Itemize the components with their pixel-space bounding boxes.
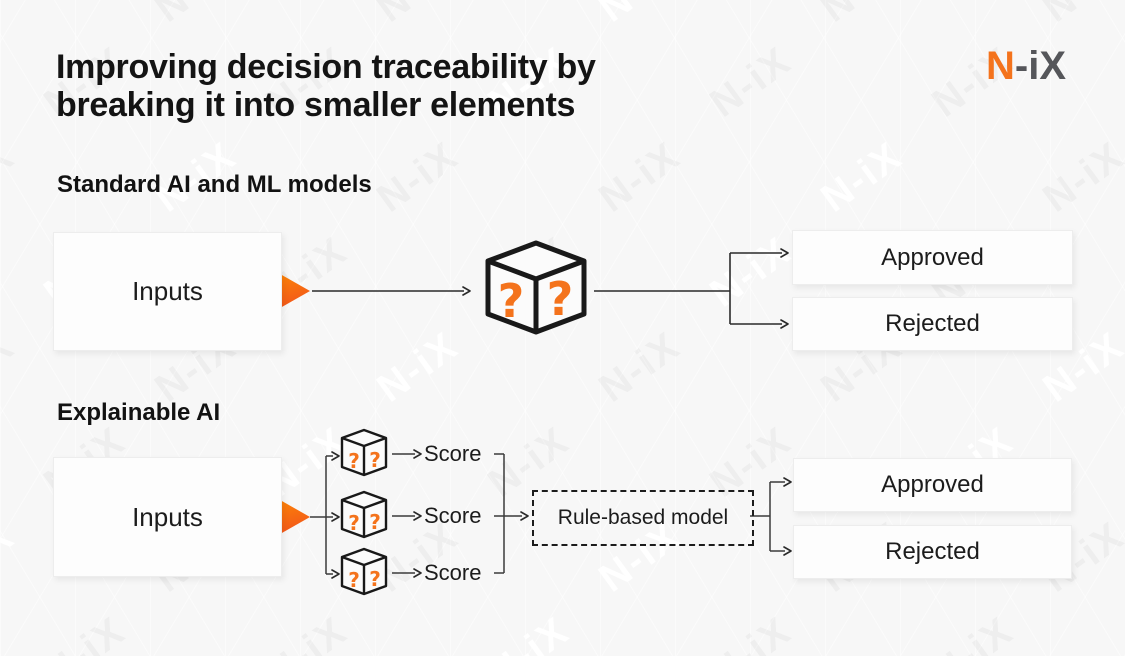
watermark-text: N-iX [369, 133, 467, 221]
explainable-approved-box: Approved [793, 458, 1072, 512]
explainable-section-heading: Explainable AI [57, 399, 221, 426]
score-label-3: Score [424, 560, 482, 585]
score-label-1: Score [424, 441, 482, 466]
question-mark-glyph: ? [547, 272, 574, 326]
watermark-text: N-iX [813, 0, 911, 32]
watermark-text: N-iX [591, 133, 689, 221]
watermark-text: N-iX [480, 608, 578, 656]
question-mark-glyph: ? [369, 448, 381, 472]
standard-rejected-box: Rejected [792, 297, 1073, 351]
page-title: Improving decision traceability by break… [56, 48, 596, 124]
question-mark-glyph: ? [369, 510, 381, 534]
watermark-text: N-iX [1035, 0, 1125, 32]
watermark-text: N-iX [924, 608, 1022, 656]
watermark-text: N-iX [0, 133, 23, 221]
standard-inputs-box: Inputs [53, 232, 282, 351]
watermark-text: N-iX [0, 513, 23, 601]
watermark-text: N-iX [0, 0, 23, 32]
score-label-2: Score [424, 503, 482, 528]
question-mark-glyph: ? [348, 511, 360, 535]
watermark-text: N-iX [0, 323, 23, 411]
watermark-text: N-iX [702, 228, 800, 316]
standard-approved-box: Approved [792, 230, 1073, 285]
watermark-text: N-iX [591, 0, 689, 32]
standard-flow-connectors [312, 248, 789, 329]
watermark-text: N-iX [702, 38, 800, 126]
mini-model-cubes: ? ? ? ? ? ? [340, 428, 388, 596]
page-title-line-1: Improving decision traceability by [56, 48, 596, 86]
watermark-text: N-iX [258, 608, 356, 656]
question-mark-glyph: ? [348, 449, 360, 473]
watermark-text: N-iX [591, 323, 689, 411]
page-title-line-2: breaking it into smaller elements [56, 86, 576, 124]
standard-section-heading: Standard AI and ML models [57, 171, 372, 198]
black-box-model-icon: ? ? [485, 240, 587, 335]
watermark-text: N-iX [1035, 133, 1125, 221]
watermark-text: N-iX [813, 133, 911, 221]
watermark-text: N-iX [480, 228, 578, 316]
watermark-text: N-iX [369, 0, 467, 32]
watermark-text: N-iX [36, 608, 134, 656]
question-mark-glyph: ? [348, 568, 360, 592]
watermark-text: N-iX [147, 0, 245, 32]
nix-logo-orange-part: N [986, 44, 1015, 88]
nix-logo-gray-part: -iX [1014, 44, 1067, 88]
question-mark-glyph: ? [369, 567, 381, 591]
nix-logo: N-iX [986, 44, 1066, 89]
rule-based-model-box: Rule-based model [532, 490, 754, 546]
watermark-text: N-iX [702, 608, 800, 656]
watermark-text: N-iX [369, 323, 467, 411]
question-mark-glyph: ? [498, 274, 525, 328]
explainable-inputs-box: Inputs [53, 457, 282, 577]
explainable-rejected-box: Rejected [793, 525, 1072, 579]
